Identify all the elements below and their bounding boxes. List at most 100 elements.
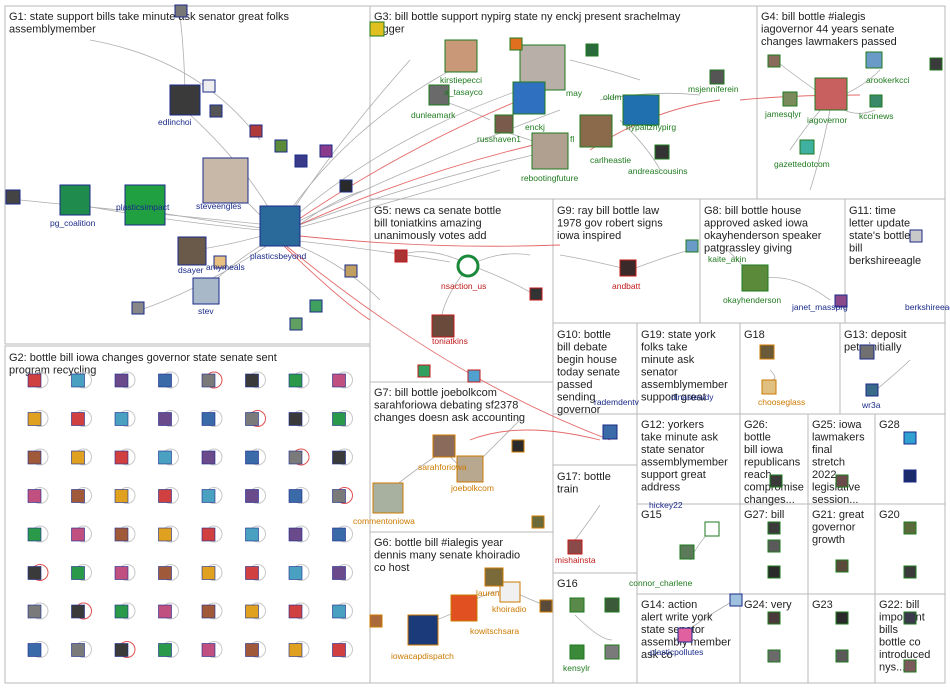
avatar-node[interactable] [835,559,849,573]
avatar-node[interactable] [835,649,849,663]
avatar-node[interactable] [27,450,42,465]
avatar-node[interactable] [71,373,85,388]
avatar-node[interactable] [27,489,42,503]
avatar-node[interactable] [114,566,129,580]
avatar-node[interactable] [245,450,259,465]
avatar-node[interactable] [767,539,781,553]
avatar-node[interactable] [259,205,301,247]
avatar-node[interactable] [245,643,259,657]
avatar-node[interactable] [428,84,450,106]
avatar-node[interactable] [332,373,346,388]
avatar-node[interactable] [114,643,129,657]
avatar-node[interactable] [444,39,478,73]
avatar-node[interactable] [339,179,353,193]
avatar-node[interactable] [245,489,259,503]
avatar-node[interactable] [114,450,129,465]
avatar-node[interactable] [782,91,798,107]
avatar-node[interactable] [344,264,358,278]
avatar-node[interactable] [865,51,883,69]
avatar-node[interactable] [249,124,263,138]
avatar-node[interactable] [531,515,545,529]
avatar-node[interactable] [27,604,42,619]
avatar-node[interactable] [158,527,172,542]
avatar-node[interactable] [450,594,478,622]
avatar-node[interactable] [71,643,85,657]
avatar-node[interactable] [192,277,220,305]
avatar-node[interactable] [27,373,42,388]
avatar-node[interactable] [432,434,456,458]
avatar-node[interactable] [59,184,91,216]
avatar-node[interactable] [509,37,523,51]
avatar-node[interactable] [407,614,439,646]
avatar-node[interactable] [869,94,883,108]
avatar-node[interactable] [369,614,383,628]
avatar-node[interactable] [177,236,207,266]
avatar-node[interactable] [654,144,670,160]
avatar-node[interactable] [201,604,216,619]
avatar-node[interactable] [903,431,917,445]
avatar-node[interactable] [417,364,431,378]
avatar-node[interactable] [903,565,917,579]
avatar-node[interactable] [114,489,129,503]
avatar-node[interactable] [569,597,585,613]
avatar-node[interactable] [456,455,484,483]
avatar-node[interactable] [834,294,848,308]
avatar-node[interactable] [619,259,637,277]
avatar-node[interactable] [835,474,849,488]
avatar-node[interactable] [579,114,613,148]
avatar-node[interactable] [71,450,85,465]
avatar-node[interactable] [332,450,346,465]
avatar-node[interactable] [289,317,303,331]
avatar-node[interactable] [467,369,481,383]
avatar-node[interactable] [71,489,85,503]
avatar-node[interactable] [903,659,917,673]
avatar-node[interactable] [431,314,455,338]
avatar-node[interactable] [332,643,346,657]
avatar-node[interactable] [531,132,569,170]
avatar-node[interactable] [909,229,923,243]
avatar-node[interactable] [213,255,227,269]
avatar-node[interactable] [604,644,620,660]
avatar-node[interactable] [158,604,172,619]
avatar-node[interactable] [865,383,879,397]
avatar-node[interactable] [158,373,172,388]
avatar-node[interactable] [114,373,129,388]
avatar-node[interactable] [767,611,781,625]
avatar-node[interactable] [158,643,172,657]
avatar-node[interactable] [394,249,408,263]
avatar-node[interactable] [71,604,85,619]
avatar-node[interactable] [767,521,781,535]
avatar-node[interactable] [27,412,42,426]
avatar-node[interactable] [456,254,480,278]
avatar-node[interactable] [759,344,775,360]
avatar-node[interactable] [369,21,385,37]
avatar-node[interactable] [539,599,553,613]
avatar-node[interactable] [201,412,216,426]
avatar-node[interactable] [169,84,201,116]
avatar-node[interactable] [709,69,725,85]
avatar-node[interactable] [332,412,346,426]
avatar-node[interactable] [114,604,129,619]
avatar-node[interactable] [767,649,781,663]
avatar-node[interactable] [201,489,216,503]
avatar-node[interactable] [158,566,172,580]
avatar-node[interactable] [685,239,699,253]
avatar-node[interactable] [903,469,917,483]
avatar-node[interactable] [201,373,216,388]
avatar-node[interactable] [567,539,583,555]
avatar-node[interactable] [372,482,404,514]
avatar-node[interactable] [114,412,129,426]
avatar-node[interactable] [201,527,216,542]
avatar-node[interactable] [767,565,781,579]
avatar-node[interactable] [799,139,815,155]
avatar-node[interactable] [131,301,145,315]
avatar-node[interactable] [71,566,85,580]
avatar-node[interactable] [288,604,303,619]
avatar-node[interactable] [859,344,875,360]
avatar-node[interactable] [288,643,303,657]
avatar-node[interactable] [288,412,303,426]
avatar-node[interactable] [529,287,543,301]
avatar-node[interactable] [288,489,303,503]
avatar-node[interactable] [767,54,781,68]
avatar-node[interactable] [27,527,42,542]
